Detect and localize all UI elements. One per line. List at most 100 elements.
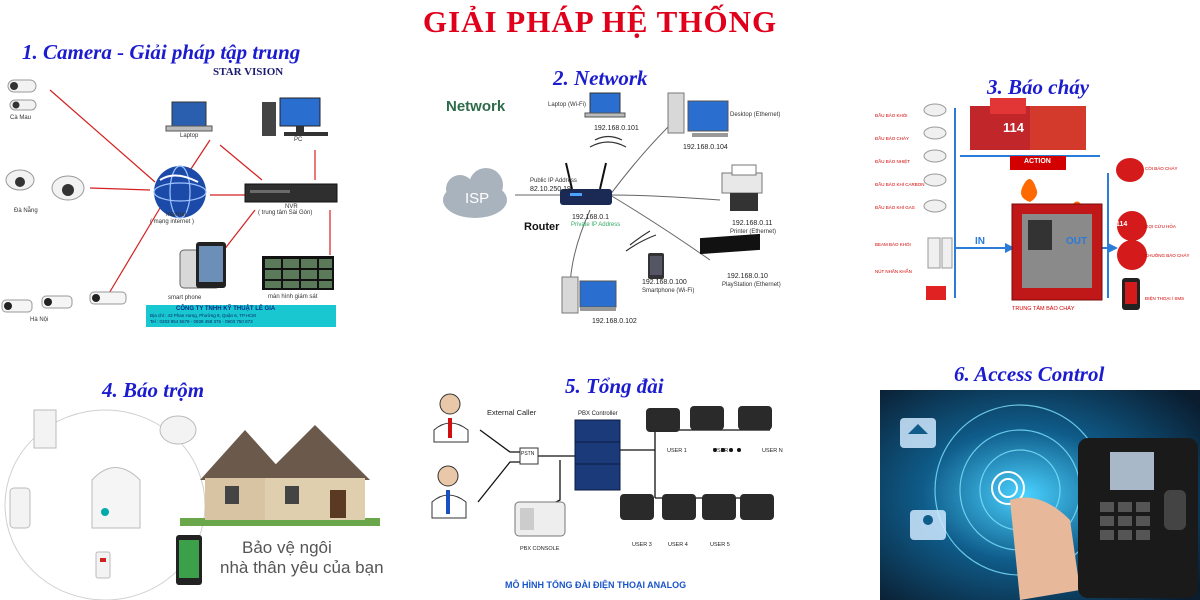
nvr-icon xyxy=(244,183,338,203)
desk-phone-icon xyxy=(620,406,774,520)
fire-control-panel-icon xyxy=(1011,203,1103,301)
fire-sensor-label: ĐẦU BÁO KHÍ CARBON xyxy=(875,182,925,187)
router-ip: 192.168.0.1 xyxy=(572,214,609,221)
camera-ha-noi-icon xyxy=(1,291,127,313)
external-caller-label: External Caller xyxy=(487,408,537,417)
phone-114-label: 114 xyxy=(1116,221,1128,228)
desktop-ip: 192.168.0.104 xyxy=(683,144,728,151)
printer-ip: 192.168.0.11 xyxy=(732,220,773,227)
bell-icon xyxy=(1117,240,1147,270)
location-ha-noi: Hà Nội xyxy=(30,317,49,323)
smartphone-icon xyxy=(179,242,226,289)
laptop-icon xyxy=(165,101,213,132)
location-da-nang: Đà Nẵng xyxy=(14,208,38,214)
alarm-heading: 4. Báo trộm xyxy=(102,378,205,402)
access-diagram xyxy=(880,390,1200,600)
mobile-icon xyxy=(1122,278,1140,310)
alarm-slogan-line1: Bảo vệ ngôi xyxy=(242,538,332,557)
router-icon xyxy=(560,162,612,205)
pc2-icon xyxy=(561,276,617,314)
siren-icon xyxy=(1116,158,1144,182)
fire-output-label: CÒI BÁO CHÁY xyxy=(1145,166,1178,171)
remote-icon xyxy=(95,551,111,579)
starvision-logo: STAR VISION xyxy=(213,66,284,78)
pbx-heading: 5. Tổng đài xyxy=(565,374,664,398)
company-address: Địa chỉ : 43 Phan Hưng, Phường 9, Quận 6… xyxy=(150,313,256,318)
access-terminal-icon xyxy=(1078,438,1198,598)
fire-center-label: TRUNG TÂM BÁO CHÁY xyxy=(1012,306,1075,312)
camera-da-nang-icon xyxy=(5,169,85,201)
fire-sensor-label: ĐẦU BÁO KHÍ GAS xyxy=(875,205,915,210)
smoke-detector-icon xyxy=(159,415,197,445)
monitor-label: màn hình giám sát xyxy=(268,294,318,300)
alarm-hub-icon xyxy=(91,467,141,529)
isp-cloud-icon xyxy=(443,168,507,218)
user-label: USER 4 xyxy=(668,542,688,548)
pbx-diagram xyxy=(431,393,774,537)
pc-label: PC xyxy=(294,137,303,143)
desktop-label: Desktop (Ethernet) xyxy=(730,112,781,118)
motion-sensor-icon xyxy=(9,487,31,529)
fire-sensor-list: ĐẦU BÁO KHÓI ĐẦU BÁO CHÁY ĐẦU BÁO NHIỆT … xyxy=(875,104,930,283)
alarm-diagram xyxy=(4,409,380,600)
fire-action-label: ACTION xyxy=(1024,158,1051,165)
wifi-icon xyxy=(589,135,657,252)
fingerprint-icon xyxy=(991,471,1025,505)
user-label: USER 3 xyxy=(632,542,652,548)
house-icon xyxy=(180,425,380,526)
fire-in-label: IN xyxy=(975,236,985,247)
camera-diagram xyxy=(1,79,338,327)
fire-out-label: OUT xyxy=(1066,236,1088,247)
phone-label: Smartphone (Wi-Fi) xyxy=(642,288,695,294)
page-title: GIẢI PHÁP HỆ THỐNG xyxy=(422,4,778,39)
laptop-ip: 192.168.0.101 xyxy=(594,125,639,132)
fire-output-label: ĐIỆN THOẠI / SMS xyxy=(1145,296,1185,301)
external-caller-icon xyxy=(431,393,469,519)
pbx-controller-label: PBX Controller xyxy=(578,411,618,417)
fire-114-label: 114 xyxy=(1003,120,1024,135)
door-sensor-icon xyxy=(33,409,57,449)
fire-output-label: CHUÔNG BÁO CHÁY xyxy=(1145,253,1190,258)
pbx-console-icon xyxy=(514,501,566,537)
fire-output-label: GỌI CỨU HỎA xyxy=(1145,224,1176,229)
globe-icon xyxy=(153,165,207,219)
user-icon xyxy=(910,510,946,540)
pc-icon xyxy=(262,97,328,136)
user-label: USER 2 xyxy=(713,448,733,454)
hand-icon xyxy=(1010,497,1080,600)
access-heading: 6. Access Control xyxy=(954,362,1105,386)
network-label: Network xyxy=(446,98,506,115)
user-label: USER 5 xyxy=(710,542,730,548)
playstation-label: PlayStation (Ethernet) xyxy=(722,282,781,288)
fire-sensor-label: ĐẦU BÁO CHÁY xyxy=(875,136,910,141)
smartphone-label: smart phone xyxy=(168,295,202,301)
fire-sensor-label: ĐẦU BÁO KHÓI xyxy=(875,113,908,118)
playstation-icon xyxy=(700,233,760,255)
network-phone-icon xyxy=(648,253,664,279)
monitor-icon xyxy=(262,256,334,290)
internet-label: Internet xyxy=(166,212,187,218)
network-diagram xyxy=(443,92,763,314)
laptop-label: Laptop xyxy=(180,133,199,139)
router-label: Router xyxy=(524,221,560,233)
company-name: CÔNG TY TNHH KỸ THUẬT LÊ GIA xyxy=(176,306,276,312)
fire-sensor-label: NÚT NHẤN KHẨN xyxy=(875,269,912,274)
camera-ca-mau-icon xyxy=(7,79,37,111)
isp-label: ISP xyxy=(465,190,490,207)
pbx-controller-icon xyxy=(574,419,621,491)
pbx-console-label: PBX CONSOLE xyxy=(520,546,560,552)
network-laptop-icon xyxy=(584,92,626,118)
pc2-ip: 192.168.0.102 xyxy=(592,318,637,325)
public-ip-label: Public IP Address xyxy=(530,178,577,184)
phone-app-icon xyxy=(176,535,202,585)
company-phone: Tel : 0283 954 5579 - 0938 458 375 - 090… xyxy=(150,319,253,324)
fire-sensor-label: ĐẦU BÁO NHIỆT xyxy=(875,159,911,164)
pstn-label: PSTN xyxy=(521,451,535,457)
printer-icon xyxy=(721,164,763,211)
fire-heading: 3. Báo cháy xyxy=(987,75,1090,99)
fire-sensor-label: BEAM BÁO KHÓI xyxy=(875,242,911,247)
nvr-sublabel: ( trung tâm Sài Gòn) xyxy=(258,210,313,216)
network-heading: 2. Network xyxy=(553,66,648,90)
fire-diagram xyxy=(923,98,1147,310)
phone-114-icon xyxy=(1117,211,1147,241)
